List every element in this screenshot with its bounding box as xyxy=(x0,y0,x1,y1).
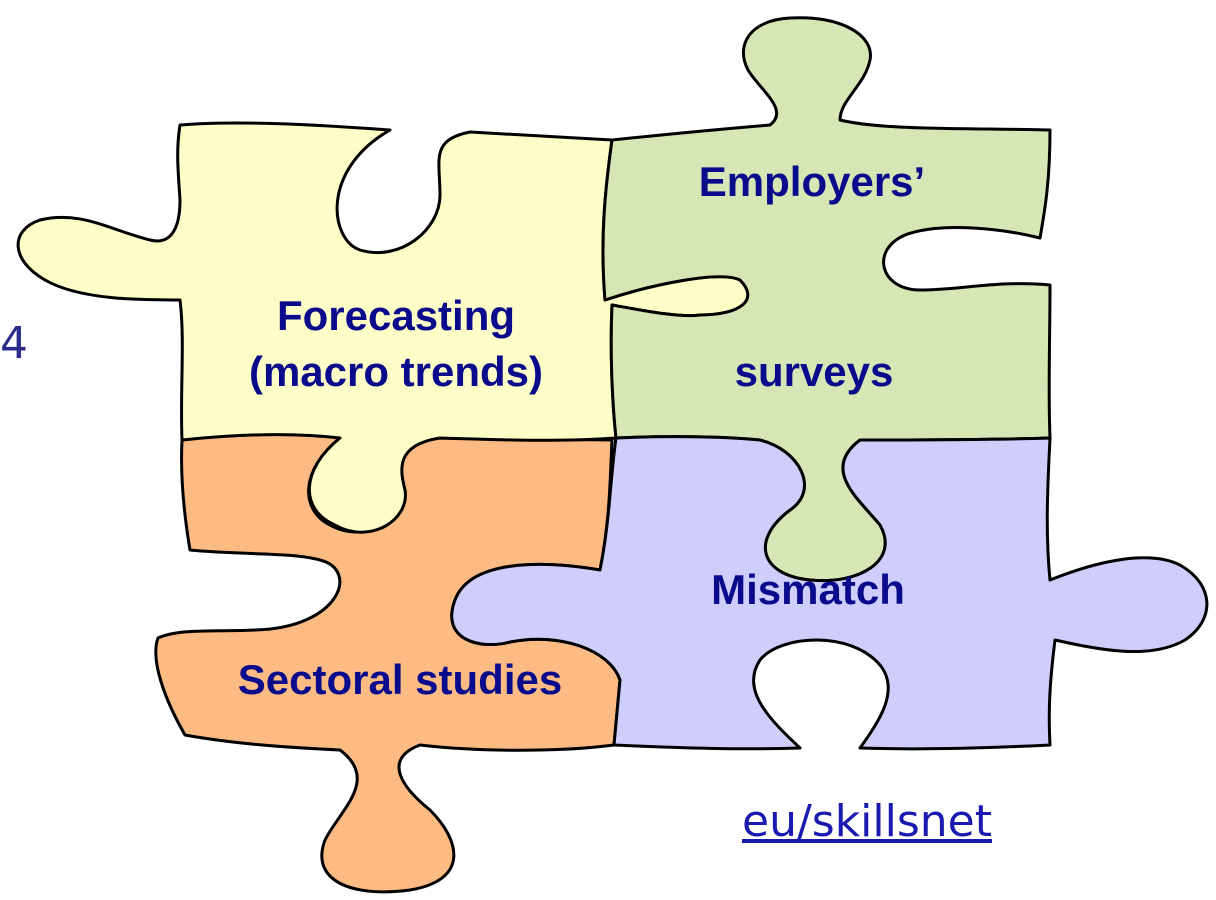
label-surveys: surveys xyxy=(735,348,894,395)
skillsnet-link[interactable]: eu/skillsnet xyxy=(742,796,992,847)
label-forecasting: Forecasting xyxy=(277,292,515,339)
puzzle-piece-forecasting xyxy=(16,121,750,534)
label-macro-trends: (macro trends) xyxy=(249,348,543,395)
label-sectoral-studies: Sectoral studies xyxy=(238,656,562,703)
puzzle-piece-mismatch xyxy=(450,435,1209,751)
label-mismatch: Mismatch xyxy=(711,566,905,613)
label-employers: Employers’ xyxy=(699,158,925,205)
